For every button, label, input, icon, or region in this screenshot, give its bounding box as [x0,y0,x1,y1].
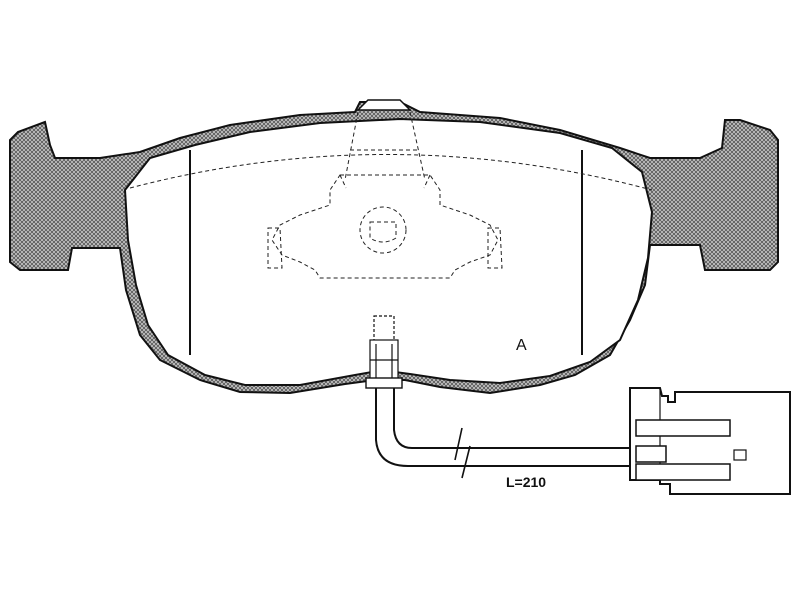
connector [629,387,791,495]
sensor-cable-inner [393,388,635,449]
top-notch [356,99,412,111]
hidden-right-stud [487,227,503,269]
hidden-notch-lines [344,111,426,181]
cable-length-label: L=210 [506,474,546,490]
wear-sensor [365,315,403,389]
hidden-center-hole [359,206,407,254]
hidden-top-tabs [339,174,431,189]
pad-marker-label: A [516,337,527,354]
cable-break-marks [454,427,471,479]
hidden-bracket [271,174,499,279]
hidden-center-slot [369,221,397,243]
hidden-left-stud [267,227,283,269]
sensor-cable [375,388,635,467]
